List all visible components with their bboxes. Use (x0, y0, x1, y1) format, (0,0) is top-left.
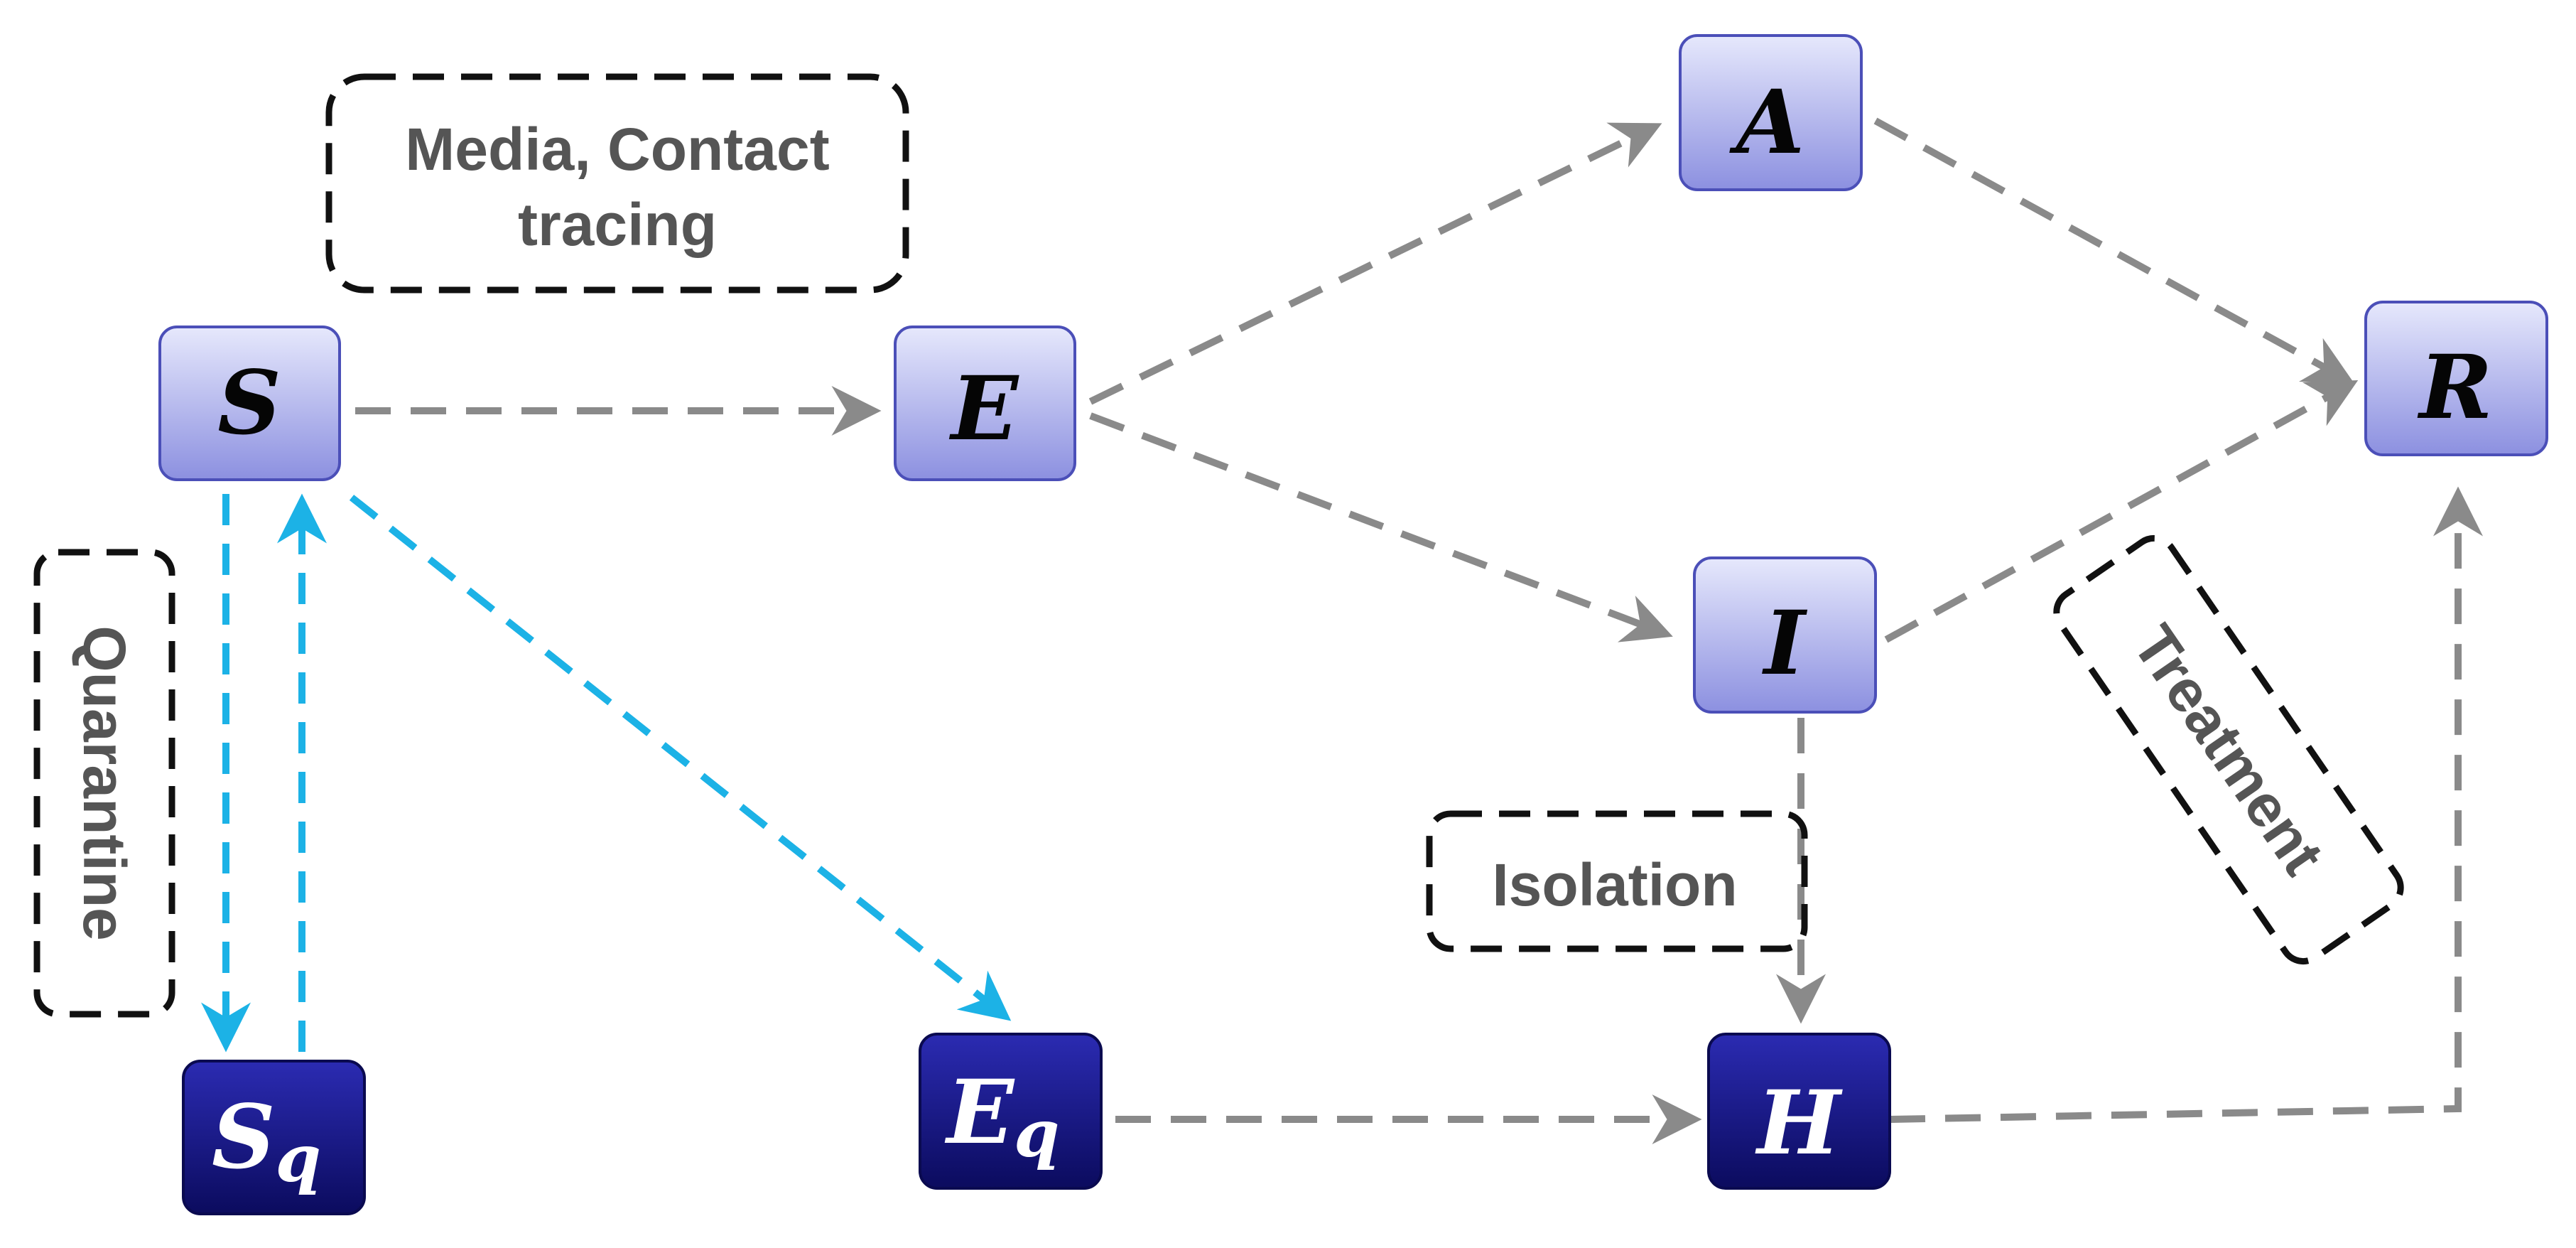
arrow-h-to-r (1889, 486, 2483, 1123)
svg-text:E: E (949, 357, 1019, 461)
node-i: I (1693, 556, 1877, 714)
arrow-a-to-r (1873, 117, 2355, 384)
svg-text:Eq: Eq (945, 1061, 1060, 1173)
media-contact-tracing-box: Media, Contact tracing (325, 73, 909, 294)
svg-text:I: I (1762, 592, 1808, 695)
node-s-label: S (217, 352, 281, 455)
node-sq: Sq (182, 1060, 366, 1215)
node-sq-label: S (212, 1086, 276, 1189)
node-eq-label: E (945, 1061, 1015, 1164)
media-contact-tracing-line1: Media, Contact (405, 116, 829, 183)
node-s: S (158, 326, 341, 481)
treatment-label: Treatment (2121, 613, 2337, 886)
isolation-box: Isolation (1426, 810, 1808, 952)
node-sq-subscript: q (276, 1120, 321, 1197)
arrow-e-to-i (1089, 412, 1673, 642)
node-i-label: I (1762, 592, 1808, 695)
node-eq-subscript: q (1014, 1095, 1059, 1172)
node-a-label: A (1729, 71, 1804, 174)
node-r: R (2364, 301, 2548, 456)
media-contact-tracing-line2: tracing (518, 191, 717, 258)
svg-text:S: S (217, 352, 281, 455)
node-a: A (1679, 34, 1863, 191)
node-h-label: H (1755, 1072, 1843, 1175)
svg-text:H: H (1755, 1072, 1843, 1175)
arrow-i-to-r (1884, 380, 2359, 643)
treatment-box: Treatment (2053, 534, 2404, 965)
node-e-label: E (949, 357, 1019, 461)
svg-text:Sq: Sq (212, 1086, 321, 1198)
arrow-e-to-a (1088, 122, 1662, 405)
svg-text:R: R (2417, 336, 2492, 439)
arrow-s-to-eq (349, 495, 1012, 1021)
quarantine-box: Quarantine (33, 549, 175, 1018)
node-h: H (1707, 1033, 1891, 1190)
node-eq: Eq (919, 1033, 1103, 1190)
node-e: E (894, 326, 1076, 481)
node-r-label: R (2417, 336, 2492, 439)
isolation-label: Isolation (1492, 851, 1737, 918)
svg-text:A: A (1729, 71, 1804, 174)
quarantine-label: Quarantine (71, 625, 138, 940)
